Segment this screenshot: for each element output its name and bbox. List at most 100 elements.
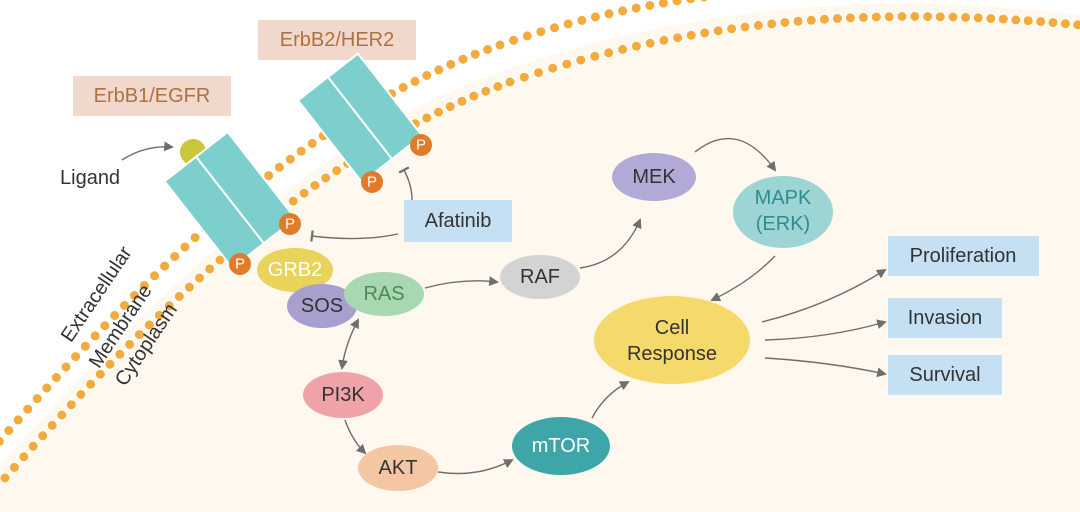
membrane-bead	[630, 2, 642, 14]
membrane-bead	[31, 393, 43, 405]
membrane-bead	[331, 165, 343, 177]
svg-text:Cell: Cell	[655, 317, 689, 339]
membrane-bead	[504, 76, 516, 88]
arrow-akt-to-mtor	[437, 459, 514, 475]
membrane-bead	[3, 425, 15, 436]
svg-text:GRB2: GRB2	[268, 259, 322, 281]
membrane-bead	[482, 44, 494, 55]
membrane-bead	[295, 145, 307, 157]
svg-text:P: P	[416, 137, 426, 154]
membrane-bead	[870, 11, 882, 23]
arrow-ligand-to-receptor	[121, 141, 174, 161]
membrane-bead	[444, 101, 456, 113]
node-sos: SOS	[287, 284, 357, 328]
outcome-proliferation: Proliferation	[888, 236, 1039, 276]
svg-text:Response: Response	[627, 343, 717, 365]
membrane-bead	[630, 40, 642, 52]
membrane-bead	[149, 270, 160, 282]
membrane-bead	[561, 58, 573, 70]
svg-text:mTOR: mTOR	[532, 435, 591, 457]
membrane-bead	[445, 58, 457, 70]
svg-text:PI3K: PI3K	[321, 384, 365, 406]
membrane-bead	[89, 330, 101, 342]
membrane-bead	[960, 11, 972, 23]
membrane-bead	[143, 319, 155, 331]
phospho-her2-1: P	[410, 134, 432, 156]
membrane-bead	[779, 17, 791, 28]
her2-receptor	[296, 52, 424, 184]
node-grb2: GRB2	[257, 248, 333, 292]
membrane-bead	[575, 54, 587, 66]
membrane-bead	[468, 90, 480, 102]
membrane-bead	[985, 13, 997, 24]
membrane-bead	[433, 64, 445, 76]
membrane-bead	[75, 389, 87, 400]
inhibition-afatinib-egfr	[310, 230, 399, 242]
svg-text:P: P	[285, 216, 295, 233]
membrane-bead	[0, 435, 5, 447]
svg-text:MEK: MEK	[632, 166, 676, 188]
node-akt: AKT	[358, 445, 438, 491]
membrane-bead	[159, 260, 171, 272]
membrane-bead	[99, 320, 111, 332]
membrane-bead	[421, 112, 433, 124]
membrane-bead	[133, 329, 145, 341]
inhibition-afatinib-her2	[398, 166, 413, 201]
membrane-bead	[138, 280, 150, 292]
membrane-bead	[79, 340, 91, 352]
svg-text:Invasion: Invasion	[908, 307, 983, 329]
node-mapk: MAPK (ERK)	[733, 176, 833, 248]
arrow-pi3k-to-akt	[344, 419, 367, 455]
membrane-bead	[818, 13, 830, 25]
arrow-to-invasion	[764, 319, 887, 341]
afatinib-box: Afatinib	[404, 200, 512, 242]
membrane-bead	[699, 27, 711, 39]
arrow-ras-to-raf	[424, 276, 499, 289]
membrane-bead	[287, 195, 299, 207]
arrow-mtor-to-cell-response	[591, 381, 630, 419]
membrane-bead	[85, 378, 97, 390]
membrane-bead	[617, 43, 629, 55]
membrane-bead	[857, 11, 869, 23]
membrane-bead	[997, 13, 1009, 25]
membrane-bead	[1035, 16, 1047, 28]
membrane-bead	[56, 409, 68, 421]
membrane-bead	[124, 338, 136, 350]
membrane-bead	[739, 21, 751, 33]
membrane-bead	[644, 37, 656, 49]
outcome-survival: Survival	[888, 355, 1002, 395]
membrane-bead	[508, 34, 520, 46]
membrane-bead	[766, 18, 778, 30]
membrane-bead	[1072, 19, 1080, 31]
membrane-bead	[12, 414, 24, 426]
membrane-bead	[752, 19, 764, 31]
svg-text:MAPK: MAPK	[755, 187, 812, 209]
node-mtor: mTOR	[512, 417, 610, 475]
membrane-bead	[518, 71, 530, 83]
membrane-bead	[712, 25, 724, 37]
membrane-bead	[1010, 14, 1022, 26]
membrane-bead	[409, 75, 421, 87]
membrane-bead	[589, 50, 601, 62]
membrane-bead	[114, 348, 126, 360]
membrane-bead	[320, 172, 332, 184]
membrane-bead	[104, 358, 116, 370]
phospho-egfr-2: P	[229, 253, 251, 275]
svg-text:Afatinib: Afatinib	[425, 210, 492, 232]
membrane-bead	[173, 291, 185, 302]
membrane-bead	[27, 440, 39, 452]
membrane-bead	[934, 11, 946, 23]
membrane-bead	[169, 251, 181, 262]
egfr-receptor	[163, 130, 297, 270]
membrane-bead	[163, 300, 175, 312]
membrane-bead	[1022, 15, 1034, 27]
membrane-bead	[94, 368, 106, 380]
membrane-bead	[433, 106, 444, 118]
phospho-egfr-1: P	[279, 213, 301, 235]
membrane-bead	[456, 95, 468, 107]
membrane-bead	[589, 11, 601, 23]
membrane-bead	[644, 0, 656, 11]
membrane-bead	[533, 67, 544, 79]
membrane-bead	[909, 11, 921, 22]
